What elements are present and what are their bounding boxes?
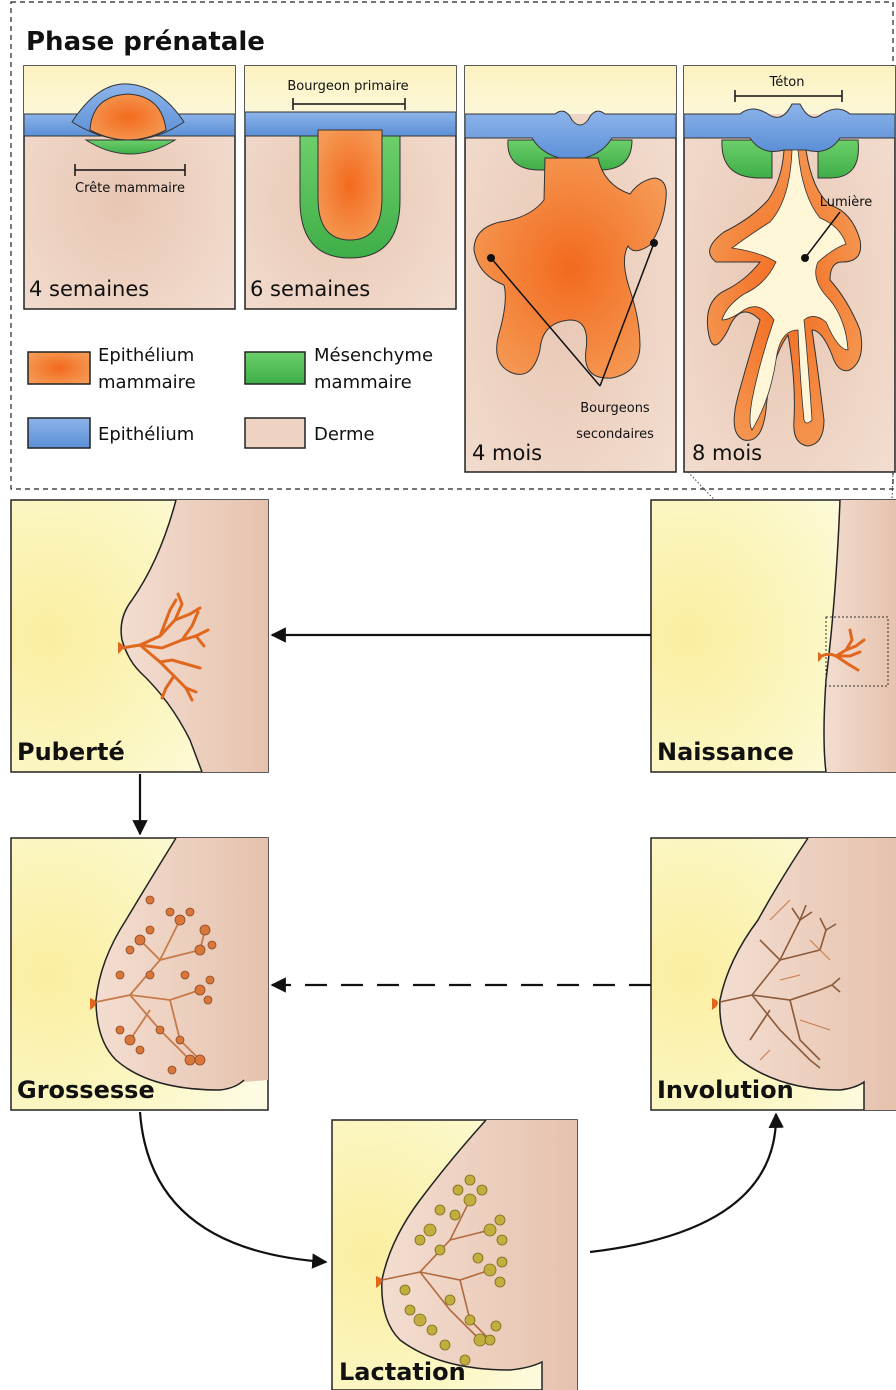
legend-label-mammary-epithelium-2: mammaire (98, 372, 196, 393)
lumiere-label: Lumière (820, 195, 873, 210)
stage-label-birth: Naissance (657, 738, 794, 766)
panel-4-weeks: Crête mammaire 4 semaines (24, 66, 235, 309)
crete-mammaire-label: Crête mammaire (75, 181, 185, 196)
secondary-buds-label-2: secondaires (576, 427, 654, 442)
arrow-pregnancy-to-lactation (140, 1112, 326, 1262)
secondary-buds-label-1: Bourgeons (580, 401, 650, 416)
teton-label: Téton (768, 75, 804, 90)
panel-involution: Involution (651, 838, 896, 1110)
stage-label-pregnancy: Grossesse (17, 1076, 155, 1104)
panel-8-months: Téton Lumière 8 mois (684, 66, 895, 472)
legend-swatch-dermis (245, 418, 305, 448)
arrow-lactation-to-involution (590, 1114, 776, 1252)
stage-label-4-weeks: 4 semaines (29, 277, 149, 301)
legend-swatch-mammary-mesenchyme (245, 352, 305, 384)
bourgeon-primaire-label: Bourgeon primaire (287, 79, 408, 94)
prenatal-title: Phase prénatale (26, 27, 265, 57)
legend-label-epithelium: Epithélium (98, 424, 194, 445)
legend-swatch-epithelium (28, 418, 90, 448)
panel-puberty: Puberté (11, 500, 268, 772)
stage-label-puberty: Puberté (17, 738, 125, 766)
panel-4-months: Bourgeons secondaires 4 mois (465, 66, 676, 472)
panel-pregnancy: Grossesse (11, 838, 268, 1110)
legend-label-mammary-epithelium-1: Epithélium (98, 345, 194, 366)
panel-birth: Naissance (651, 500, 896, 772)
stage-label-8-months: 8 mois (692, 441, 762, 465)
legend-label-dermis: Derme (314, 424, 375, 445)
legend: Epithélium mammaire Mésenchyme mammaire … (28, 345, 433, 448)
stage-label-6-weeks: 6 semaines (250, 277, 370, 301)
prenatal-section: Phase prénatale Crête mammaire 4 semaine… (11, 2, 895, 489)
legend-label-mesenchyme-2: mammaire (314, 372, 412, 393)
panel-6-weeks: Bourgeon primaire 6 semaines (245, 66, 456, 309)
stage-label-involution: Involution (657, 1076, 794, 1104)
stage-label-4-months: 4 mois (472, 441, 542, 465)
legend-label-mesenchyme-1: Mésenchyme (314, 345, 433, 366)
legend-swatch-mammary-epithelium (28, 352, 90, 384)
panel-lactation: Lactation (332, 1120, 577, 1390)
stage-label-lactation: Lactation (339, 1358, 466, 1386)
